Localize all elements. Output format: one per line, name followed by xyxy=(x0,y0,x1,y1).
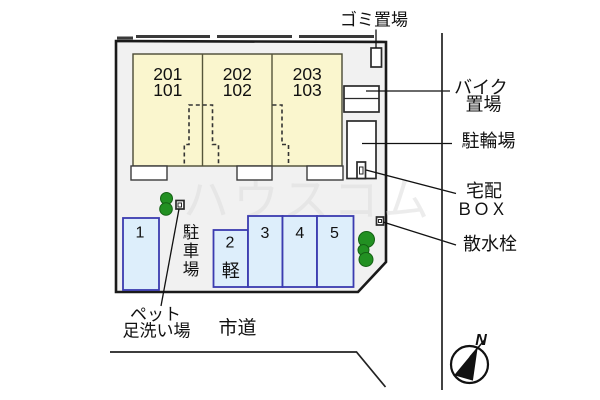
parking-area-label: 駐 車 場 xyxy=(183,223,200,279)
parking-space-1-number: 1 xyxy=(136,225,145,242)
unit-102-label: 102 xyxy=(223,80,252,100)
bicycle-label: 駐輪場 xyxy=(462,131,516,151)
garbage-label: ゴミ置場 xyxy=(340,10,408,30)
parking-space-4 xyxy=(281,215,318,288)
parking-space-3 xyxy=(247,215,284,288)
tree-icon xyxy=(357,231,375,267)
bicycle-parking xyxy=(346,120,377,180)
pet-wash-inner xyxy=(177,202,182,208)
bike-label-line1: バイク xyxy=(454,78,508,98)
parking-space-3-number: 3 xyxy=(261,225,270,242)
parking-space-4-number: 4 xyxy=(295,225,304,242)
road-label: 市道 xyxy=(218,317,256,339)
unit-101-label: 101 xyxy=(153,80,182,100)
parking-space-5-number: 5 xyxy=(330,225,339,242)
svg-text:車: 車 xyxy=(183,242,200,261)
sprinkler-valve-inner xyxy=(378,219,382,223)
unit-labels: 201 101 202 102 203 103 xyxy=(153,64,322,100)
svg-text:駐: 駐 xyxy=(183,223,200,242)
unit-201-label: 201 xyxy=(153,64,182,84)
porch xyxy=(306,165,344,181)
boundary-fence xyxy=(117,35,374,40)
unit-203-label: 203 xyxy=(293,64,322,84)
parking-space-1 xyxy=(122,217,160,291)
pet-wash-label-line2: 足洗い場 xyxy=(123,322,191,341)
bike-label-line2: 置場 xyxy=(466,95,502,115)
garbage-area xyxy=(370,47,383,68)
unit-202-label: 202 xyxy=(223,64,252,84)
delivery-leader xyxy=(365,169,457,195)
pet-wash-label-line1: ペット xyxy=(130,305,181,324)
sprinkler-leader xyxy=(382,221,457,246)
parking-space-5 xyxy=(316,215,355,288)
pet-wash-leader xyxy=(160,208,180,307)
stair-outline xyxy=(272,104,290,164)
svg-text:場: 場 xyxy=(183,260,200,279)
parking-area: 1 2 軽 3 4 5 xyxy=(122,215,355,291)
unit-103-label: 103 xyxy=(293,80,322,100)
compass-icon: N xyxy=(449,332,490,385)
tree-icon xyxy=(159,192,173,216)
north-label: N xyxy=(475,332,487,349)
road-edge-bottom xyxy=(110,351,387,388)
delivery-label-line2: ＢＯＸ xyxy=(456,200,507,219)
delivery-label-line1: 宅配 xyxy=(466,181,502,201)
parking-space-2-kei: 軽 xyxy=(222,261,240,281)
porch xyxy=(130,165,168,181)
delivery-box-door xyxy=(359,166,364,175)
parking-space-2-number: 2 xyxy=(226,235,235,252)
building-outline xyxy=(132,53,343,167)
porch xyxy=(236,165,273,181)
sprinkler-label: 散水栓 xyxy=(463,234,517,254)
